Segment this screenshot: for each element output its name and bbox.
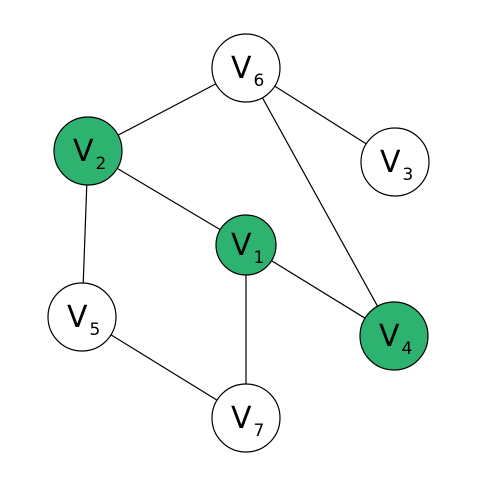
node-circle: [47, 282, 117, 352]
node-index: 7: [254, 421, 265, 441]
node-circle: [53, 116, 123, 186]
node-index: 4: [402, 339, 413, 359]
node-index: 5: [90, 320, 101, 340]
node-circle: [359, 301, 429, 371]
node-index: 2: [96, 154, 107, 174]
node-index: 1: [254, 248, 265, 268]
edge-v6-v4: [245, 67, 395, 337]
node-letter: V: [231, 228, 252, 263]
node-letter: V: [67, 300, 88, 335]
node-circle: [360, 127, 430, 197]
node-circle: [211, 383, 281, 453]
node-index: 6: [254, 71, 265, 91]
node-letter: V: [73, 134, 94, 169]
node-letter: V: [231, 51, 252, 86]
node-letter: V: [380, 145, 401, 180]
node-circle: [215, 214, 277, 276]
node-index: 3: [403, 165, 414, 185]
node-letter: V: [379, 319, 400, 354]
node-letter: V: [231, 401, 252, 436]
node-circle: [211, 33, 281, 103]
